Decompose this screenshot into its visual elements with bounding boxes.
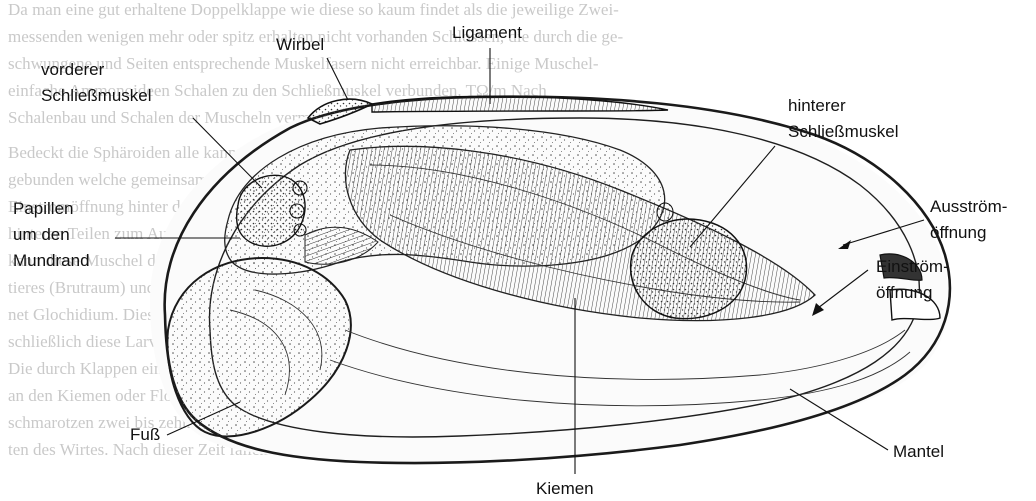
label-ligament: Ligament [452, 23, 522, 42]
label-papillen-line3: Mundrand [13, 251, 90, 270]
label-einstrom-line1: Einström- [876, 257, 949, 276]
bg-line: Da man eine gut erhaltene Doppelklappe w… [8, 0, 619, 19]
label-einstrom-line2: öffnung [876, 283, 932, 302]
ligament-shape [372, 96, 668, 112]
papillen-blob [294, 224, 306, 236]
papillen-blob [290, 204, 304, 218]
muscle-scar [657, 203, 673, 221]
label-papillen-line2: um den [13, 225, 70, 244]
label-vorderer-line2: Schließmuskel [41, 86, 152, 105]
papillen-blob [293, 181, 307, 195]
label-fuss: Fuß [130, 425, 160, 444]
label-kiemen: Kiemen [536, 479, 594, 498]
hinterer-schliessmuskel-shape [631, 219, 747, 319]
label-hinterer-line1: hinterer [788, 96, 846, 115]
label-vorderer-line1: vorderer [41, 60, 105, 79]
label-papillen-line1: Papillen [13, 199, 74, 218]
label-mantel: Mantel [893, 442, 944, 461]
label-wirbel: Wirbel [276, 35, 324, 54]
label-ausstrom-line1: Ausström- [930, 197, 1007, 216]
label-hinterer-line2: Schließmuskel [788, 122, 899, 141]
label-ausstrom-line2: öffnung [930, 223, 986, 242]
